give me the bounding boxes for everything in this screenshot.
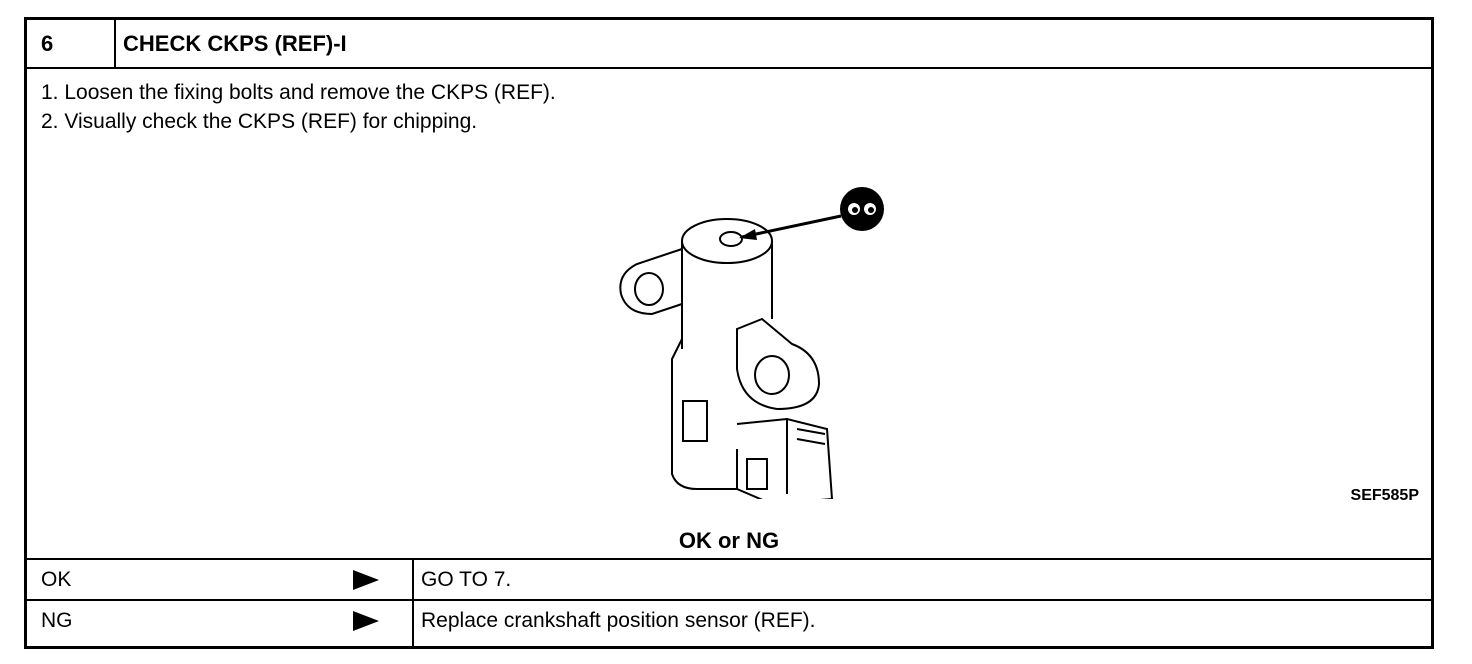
sensor-cylinder-body bbox=[681, 241, 773, 349]
right-arrow-icon bbox=[353, 570, 379, 590]
sensor-cylinder-top bbox=[681, 218, 773, 264]
left-mounting-ear bbox=[619, 248, 683, 316]
instruction-step: 2. Visually check the CKPS (REF) for chi… bbox=[41, 110, 478, 133]
procedure-header: 6 CHECK CKPS (REF)-I bbox=[27, 20, 1431, 69]
right-bolt-hole bbox=[754, 355, 790, 395]
decision-question: OK or NG bbox=[678, 528, 780, 553]
arrow-head bbox=[739, 229, 757, 240]
result-row-ok: OK GO TO 7. bbox=[27, 558, 1431, 599]
diagnostic-procedure-table: 6 CHECK CKPS (REF)-I 1. Loosen the fixin… bbox=[24, 17, 1434, 649]
procedure-body: 1. Loosen the fixing bolts and remove th… bbox=[27, 69, 1431, 558]
inspection-arrow bbox=[741, 214, 842, 239]
instruction-list: 1. Loosen the fixing bolts and remove th… bbox=[41, 78, 556, 136]
instruction-step: 1. Loosen the fixing bolts and remove th… bbox=[41, 81, 556, 104]
ckps-sensor-illustration bbox=[619, 187, 884, 499]
procedure-title: CHECK CKPS (REF)-I bbox=[123, 31, 347, 56]
sensor-tip bbox=[719, 231, 743, 247]
result-label: NG bbox=[41, 609, 73, 632]
left-bolt-hole bbox=[634, 272, 664, 306]
housing-window bbox=[682, 400, 708, 442]
sensor-connector bbox=[736, 417, 834, 499]
right-arrow-icon bbox=[353, 611, 379, 631]
column-divider bbox=[412, 601, 414, 646]
step-number: 6 bbox=[27, 20, 116, 67]
connector-latch bbox=[746, 458, 768, 490]
result-row-ng: NG Replace crankshaft position sensor (R… bbox=[27, 599, 1431, 646]
figure-code: SEF585P bbox=[1350, 487, 1419, 504]
sensor-housing bbox=[671, 338, 738, 490]
right-mounting-ear bbox=[736, 317, 821, 411]
result-action: GO TO 7. bbox=[421, 568, 512, 591]
result-action: Replace crankshaft position sensor (REF)… bbox=[421, 609, 816, 632]
connector-ribs bbox=[786, 419, 826, 494]
result-label: OK bbox=[41, 568, 72, 591]
inspect-eyes-icon bbox=[840, 187, 884, 231]
column-divider bbox=[412, 560, 414, 599]
